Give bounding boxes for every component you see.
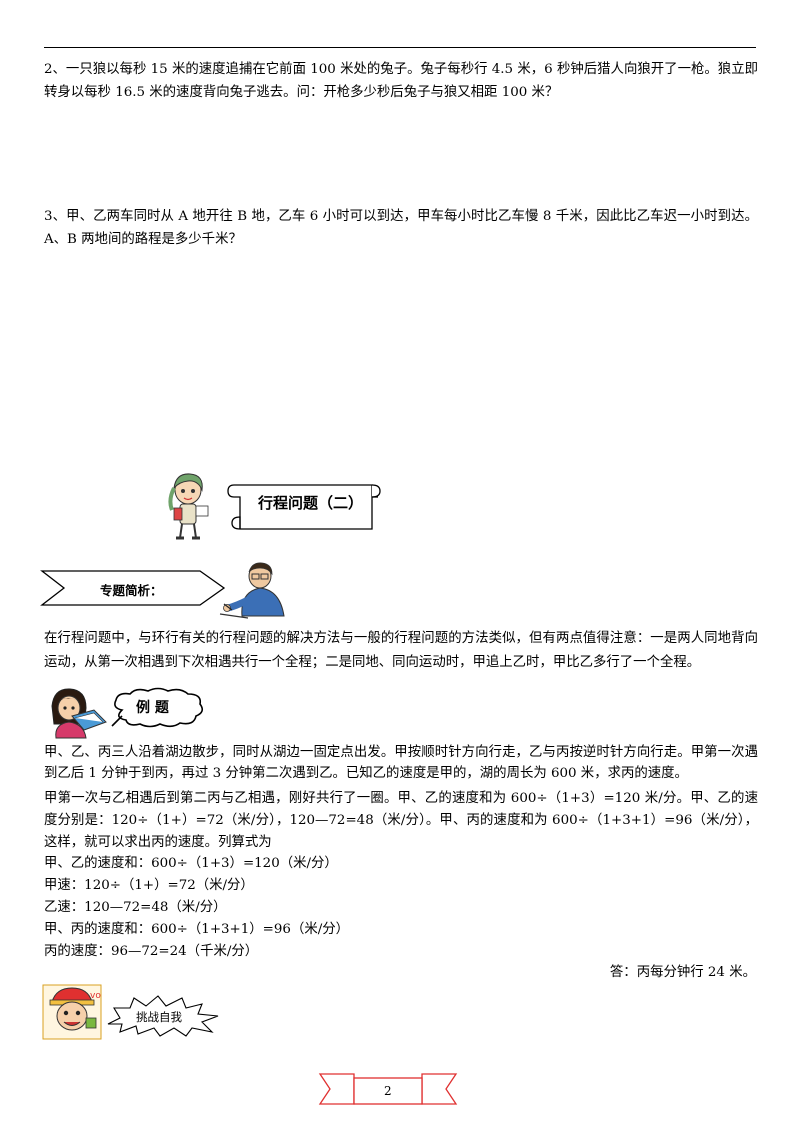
challenge-kid-icon: vo	[42, 984, 102, 1040]
intro-text: 在行程问题中，与环行有关的行程问题的解决方法与一般的行程问题的方法类似，但有两点…	[44, 631, 758, 670]
problem-2: 2、一只狼以每秒 15 米的速度追捕在它前面 100 米处的兔子。兔子每秒行 4…	[44, 62, 758, 100]
section-title: 行程问题（二）	[258, 494, 364, 512]
teacher-mascot-icon	[219, 562, 285, 619]
reading-girl-icon	[51, 688, 107, 739]
intro-label: 专题简析：	[100, 583, 163, 598]
solution-step-2: 甲速：120÷（1+）=72（米/分）	[44, 878, 254, 893]
solution-step-4: 甲、丙的速度和：600÷（1+3+1）=96（米/分）	[44, 922, 350, 937]
header-rule	[44, 47, 756, 48]
example-analysis: 甲第一次与乙相遇后到第二丙与乙相遇，刚好共行了一圈。甲、乙的速度和为 600÷（…	[44, 791, 758, 850]
example-label: 例 题	[136, 700, 169, 716]
problem-3: 3、甲、乙两车同时从 A 地开往 B 地，乙车 6 小时可以到达，甲车每小时比乙…	[44, 209, 758, 247]
solution-step-1: 甲、乙的速度和：600÷（1+3）=120（米/分）	[44, 856, 338, 871]
challenge-jagged-bubble	[107, 995, 219, 1037]
solution-step-3: 乙速：120—72=48（米/分）	[44, 900, 227, 915]
example-cloud-bubble	[111, 687, 204, 728]
page-number-ribbon	[318, 1073, 458, 1105]
answer-text: 答：丙每分钟行 24 米。	[609, 965, 756, 980]
intro-arrow-banner	[40, 570, 226, 606]
solution-step-5: 丙的速度：96—72=24（千米/分）	[44, 944, 259, 959]
girl-mascot-icon	[168, 473, 209, 540]
title-scroll-banner	[227, 484, 381, 530]
challenge-label: 挑战自我	[136, 1010, 182, 1024]
page-number: 2	[384, 1084, 392, 1098]
challenge-kid-mark: vo	[90, 991, 101, 1001]
example-problem: 甲、乙、丙三人沿着湖边散步，同时从湖边一固定点出发。甲按顺时针方向行走，乙与丙按…	[44, 745, 758, 781]
